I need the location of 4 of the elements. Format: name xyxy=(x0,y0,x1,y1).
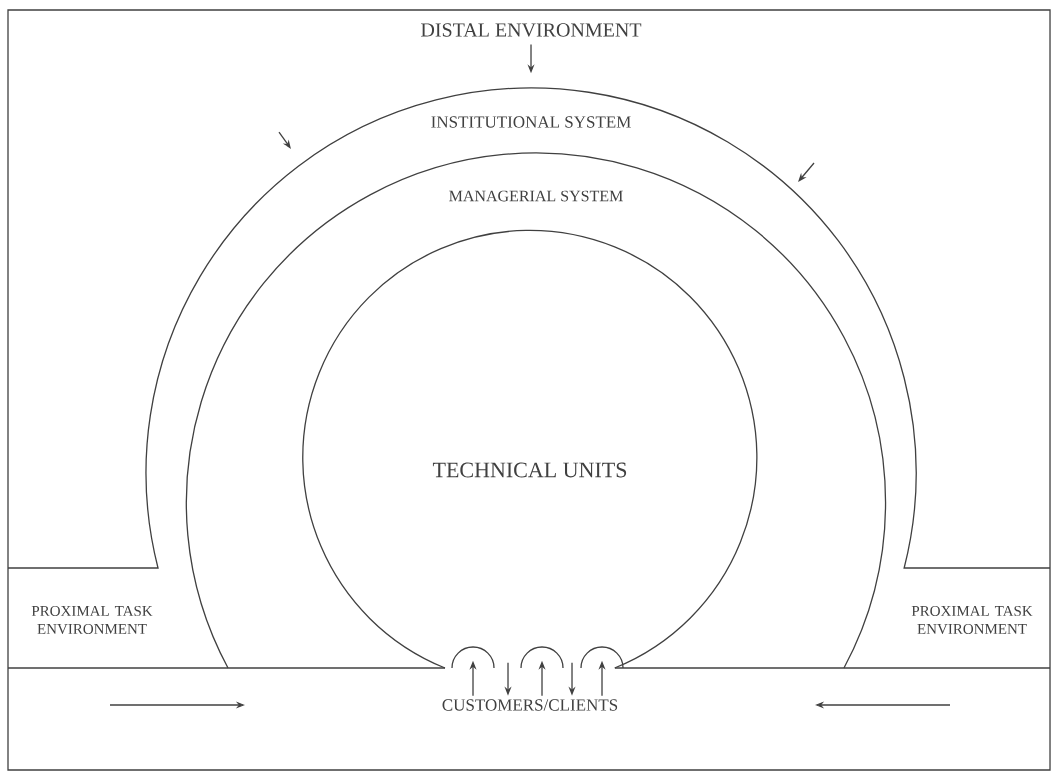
node-text: PROXIMAL TASK ENVIRONMENT xyxy=(31,605,153,635)
node-text: PROXIMAL TASK ENVIRONMENT xyxy=(911,605,1033,635)
node-text: DISTAL ENVIRONMENT xyxy=(421,23,642,37)
node-text: CUSTOMERS/CLIENTS xyxy=(442,699,618,711)
